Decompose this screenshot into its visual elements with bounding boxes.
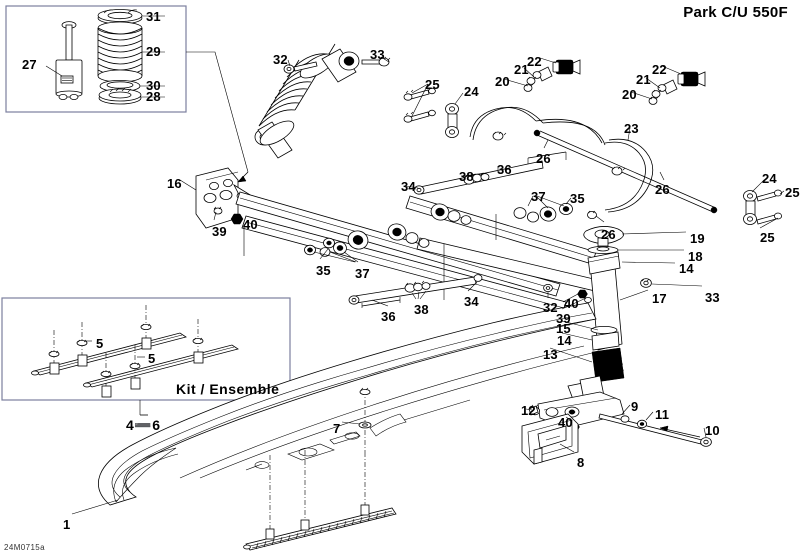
kit-ensemble-label: Kit / Ensemble: [176, 381, 280, 397]
callout-29: 29: [146, 44, 161, 59]
callout-27: 27: [22, 57, 37, 72]
callout-spindle-bushing: 14: [557, 333, 572, 348]
kit-range-label: 4➖6: [126, 417, 161, 433]
kit-ensemble-inset: [1, 297, 291, 416]
callout-sway-bar-nut: 26: [655, 182, 670, 197]
sway-link-right: [743, 189, 783, 225]
callout-radius-rod-tube: 36: [381, 309, 396, 324]
callout-sway-link-end-bolt: 25: [785, 185, 800, 200]
callout-a-arm-bolt: 39: [212, 224, 227, 239]
callout-a-arm-nut: 40: [243, 217, 258, 232]
callout-tie-rod-end-bolt: 12: [521, 403, 536, 418]
tie-rod-art: [598, 413, 712, 447]
sway-link-left: [403, 87, 459, 138]
callout-sway-link-end-bolt: 25: [425, 77, 440, 92]
a-arm-bushing-cluster: [304, 202, 573, 257]
spring-adjuster-cam-art: [98, 87, 142, 105]
callout-shock-upper-bolt: 33: [370, 47, 385, 62]
callout-sway-bar-bolt: 20: [622, 87, 637, 102]
callout-sway-link-end-bolt: 25: [760, 230, 775, 245]
callout-5-a: 5: [96, 336, 104, 351]
callout-sway-bar-clamp: 21: [514, 62, 529, 77]
radius-rod-upper-art: [413, 151, 567, 195]
ski-saddle-art: [521, 413, 579, 465]
callout-ski: 1: [63, 517, 71, 532]
sway-bar-art: [469, 59, 718, 219]
callout-spindle-bushing: 14: [679, 261, 694, 276]
callout-30: 30: [146, 78, 161, 93]
callout-sway-bar-bushing: 22: [527, 54, 542, 69]
callout-a-arm-ball-joint: 35: [316, 263, 331, 278]
callout-sway-bar-link: 24: [464, 84, 479, 99]
callout-a-arm-bolt: 39: [556, 311, 571, 326]
callout-radius-rod-washer: 38: [459, 169, 474, 184]
callout-a-arm-nut: 40: [558, 415, 573, 430]
front-shock-assembly-art: [254, 43, 391, 159]
shock-absorber-body-art: [55, 21, 83, 101]
callout-spindle-washer: 18: [688, 249, 703, 264]
callout-sway-bar-bushing: 22: [652, 62, 667, 77]
callout-5-b: 5: [148, 351, 156, 366]
drawing-code: 24M0715a: [4, 543, 46, 552]
callout-tie-rod-nut: 11: [655, 407, 670, 422]
callout-upper-a-arm-bracket: 16: [167, 176, 182, 191]
radius-rod-lower-art: [348, 274, 483, 308]
callout-spindle-bolt: 33: [705, 290, 720, 305]
callout-a-arm-nut: 40: [564, 296, 579, 311]
ski-art: [97, 302, 597, 551]
a-arm-assembly-art: [235, 191, 599, 315]
callout-shock-pin-clip: 32: [543, 300, 558, 315]
ski-wear-bar-art: [243, 450, 397, 551]
callout-sway-bar-link: 24: [762, 171, 777, 186]
callout-radius-rod-washer: 38: [414, 302, 429, 317]
callout-radius-rod: 34: [464, 294, 479, 309]
callout-28: 28: [146, 89, 161, 104]
callout-a-arm-bushing: 37: [531, 189, 546, 204]
callout-radius-rod-tube: 36: [497, 162, 512, 177]
callout-ski-bolt: 7: [333, 421, 341, 436]
callout-steering-arm: 19: [690, 231, 705, 246]
callout-spindle-spring: 13: [543, 347, 558, 362]
callout-a-arm-bushing: 37: [355, 266, 370, 281]
callout-tie-rod-end: 10: [705, 423, 720, 438]
leader-lines: [71, 56, 785, 515]
callout-31: 31: [146, 9, 161, 24]
sway-bar-clamp-left: [523, 59, 581, 92]
callout-sway-bar-clamp: 21: [636, 72, 651, 87]
callout-tie-rod: 9: [631, 399, 639, 414]
callout-spindle: 17: [652, 291, 667, 306]
callout-shock-pin-clip: 32: [273, 52, 288, 67]
callout-sway-bar: 23: [624, 121, 639, 136]
runner-stud-art: [48, 305, 204, 398]
callout-radius-rod: 34: [401, 179, 416, 194]
callout-a-arm-ball-joint: 35: [570, 191, 585, 206]
shock-detail-inset: [5, 5, 249, 173]
page-title: Park C/U 550F: [683, 4, 788, 21]
coil-spring-art: [97, 21, 143, 83]
callout-sway-bar-bolt: 20: [495, 74, 510, 89]
callout-spindle-cap: 15: [556, 321, 571, 336]
sway-bar-clamp-right: [648, 71, 706, 105]
callout-ski-saddle: 8: [577, 455, 585, 470]
upper-spring-seat-art: [97, 9, 143, 25]
callout-sway-bar-nut: 26: [536, 151, 551, 166]
callout-sway-bar-nut: 26: [601, 227, 616, 242]
